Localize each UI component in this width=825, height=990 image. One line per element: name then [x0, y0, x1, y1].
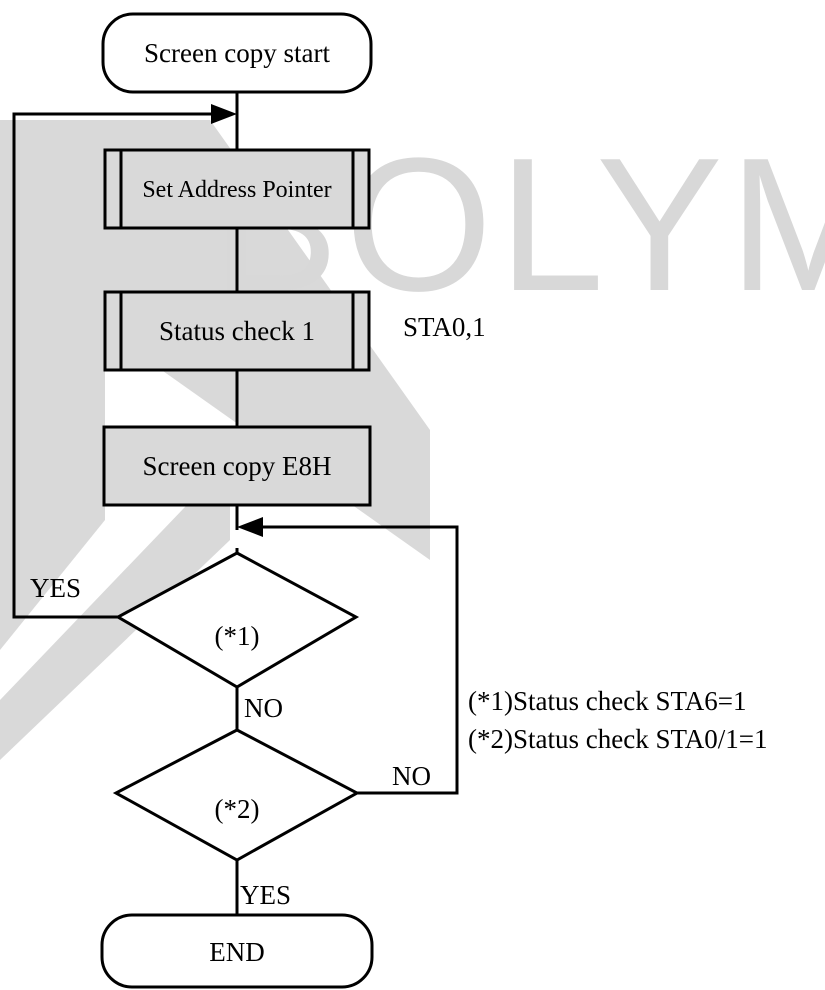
decision-2-label: (*2)	[215, 794, 260, 824]
status-check-shape	[103, 290, 371, 372]
set-address-pointer-label: Set Address Pointer	[142, 177, 331, 203]
screen-copy-shape	[102, 425, 372, 507]
start-terminator: Screen copy start	[101, 12, 373, 94]
end-terminator-shape	[100, 913, 374, 989]
screen-copy-box: Screen copy E8H	[102, 425, 372, 507]
loop-back-yes-arrowhead	[211, 104, 237, 124]
screen-copy-label: Screen copy E8H	[143, 451, 332, 481]
set-address-pointer-shape	[103, 148, 371, 230]
connectors	[12, 92, 459, 915]
start-label: Screen copy start	[144, 38, 330, 68]
decision-1-shape	[114, 551, 360, 689]
decision-1-yes-label: YES	[30, 573, 81, 603]
watermark-logo-shape-1	[0, 120, 105, 650]
end-label: END	[209, 937, 265, 967]
decision-1-no-label: NO	[244, 693, 283, 723]
decision-2-no-label: NO	[392, 761, 431, 791]
note-1: (*1)Status check STA6=1	[468, 686, 747, 716]
loop-back-no-arrowhead	[237, 517, 263, 537]
watermark-logo-shape-3	[0, 460, 230, 760]
status-check-label: Status check 1	[159, 316, 315, 346]
decision-2-shape	[112, 728, 361, 862]
end-terminator: END	[100, 913, 374, 989]
start-terminator-shape	[101, 12, 373, 94]
loop-back-yes-line	[12, 112, 225, 619]
decision-2-yes-label: YES	[240, 880, 291, 910]
status-note-label: STA0,1	[403, 312, 486, 342]
set-address-pointer-box: Set Address Pointer	[103, 148, 371, 230]
loop-back-no-line	[250, 525, 459, 795]
decision-2: (*2)	[112, 728, 361, 862]
decision-1-label: (*1)	[215, 621, 260, 651]
status-check-box: Status check 1	[103, 290, 371, 372]
note-2: (*2)Status check STA0/1=1	[468, 724, 768, 754]
decision-1: (*1)	[114, 551, 360, 689]
